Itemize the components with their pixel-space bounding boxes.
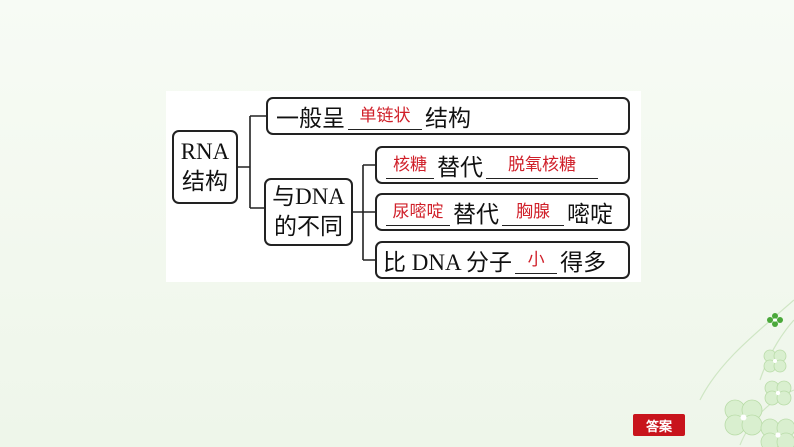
item2-middle: 替代 — [453, 202, 499, 227]
item2-answer2: 胸腺 — [502, 199, 564, 226]
item2-answer1: 尿嘧啶 — [386, 199, 450, 226]
item1-answer2: 脱氧核糖 — [486, 152, 598, 179]
item3-answer: 小 — [515, 247, 558, 274]
difference-sugar-node: 核糖 替代 脱氧核糖 — [375, 146, 630, 184]
group-label-line1: 与DNA — [272, 184, 345, 209]
branch1-answer: 单链状 — [348, 103, 422, 130]
item2-suffix: 嘧啶 — [567, 202, 613, 227]
root-label-line2: 结构 — [182, 169, 228, 194]
branch1-prefix: 一般呈 — [276, 106, 345, 131]
difference-size-node: 比 DNA 分子 小 得多 — [375, 241, 630, 279]
answer-button[interactable]: 答案 — [633, 414, 685, 436]
branch1-suffix: 结构 — [425, 106, 471, 131]
item3-suffix: 得多 — [560, 250, 607, 275]
group-label-line2: 的不同 — [274, 214, 343, 239]
item1-answer1: 核糖 — [386, 152, 434, 179]
difference-group-node: 与DNA 的不同 — [264, 178, 353, 246]
difference-base-node: 尿嘧啶 替代 胸腺 嘧啶 — [375, 193, 630, 231]
root-node-rna-structure: RNA 结构 — [172, 130, 238, 204]
branch-structure-node: 一般呈 单链状 结构 — [266, 97, 630, 135]
item3-prefix: 比 DNA 分子 — [383, 250, 513, 275]
item1-middle: 替代 — [437, 155, 483, 180]
root-label-line1: RNA — [180, 139, 230, 164]
